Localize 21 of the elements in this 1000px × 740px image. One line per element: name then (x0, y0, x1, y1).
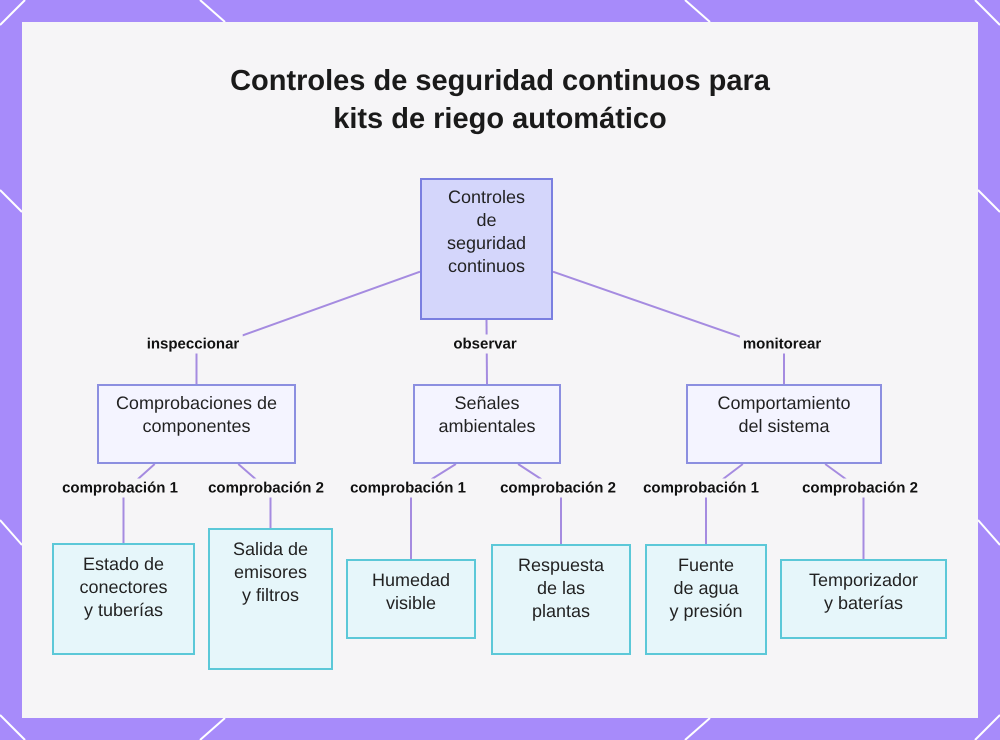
node-label: Señales ambientales (437, 392, 537, 438)
check-box (346, 559, 476, 639)
check-box (780, 559, 947, 639)
check-box (491, 544, 631, 655)
node-label: Fuente de agua y presión (668, 554, 744, 623)
node-label: Estado de conectores y tuberías (78, 553, 169, 622)
diagram-title: Controles de seguridad continuos para kits de riego automático (229, 64, 771, 137)
node-label: Comprobaciones de componentes (115, 392, 278, 438)
category-box (686, 384, 882, 464)
node-label: Controles de seguridad continuos (446, 186, 528, 278)
check-box (52, 543, 195, 655)
node-label: Temporizador y baterías (808, 569, 920, 615)
category-box (413, 384, 561, 464)
category-box (97, 384, 296, 464)
node-label: Respuesta de las plantas (516, 554, 606, 623)
node-label: Salida de emisores y filtros (232, 538, 310, 607)
node-label: Comportamiento del sistema (716, 392, 852, 438)
concept-box (420, 178, 553, 320)
check-box (208, 528, 333, 670)
node-label: Humedad visible (370, 569, 452, 615)
check-box (645, 544, 767, 655)
